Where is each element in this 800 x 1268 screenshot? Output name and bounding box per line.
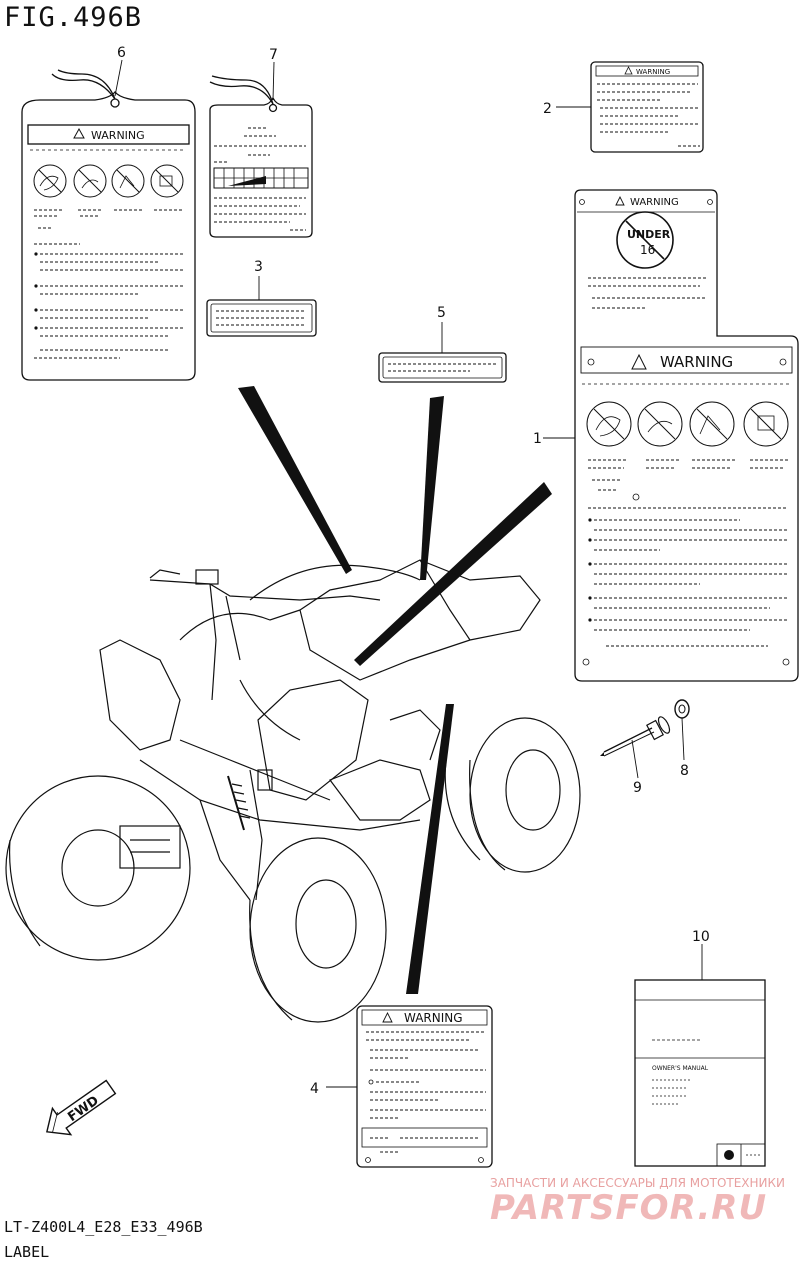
diagram-code: LT-Z400L4_E28_E33_496B — [4, 1218, 203, 1236]
figure-title: FIG.496B — [4, 2, 143, 33]
callout-6: 6 — [117, 45, 126, 61]
watermark-logo: PARTSFOR.RU — [490, 1188, 768, 1228]
label-7-hang-tag — [209, 75, 313, 238]
callout-7: 7 — [269, 47, 278, 63]
washer-8 — [674, 699, 690, 719]
owners-manual-10: OWNER'S MANUAL — [634, 979, 766, 1167]
watermark-tagline: ЗАПЧАСТИ И АКСЕССУАРЫ ДЛЯ МОТОТЕХНИКИ — [490, 1176, 786, 1190]
label-6-hang-tag: WARNING — [21, 69, 196, 381]
forward-direction-arrow: FWD — [46, 1079, 117, 1136]
callout-2: 2 — [543, 101, 552, 117]
label-1-top-warning-text: WARNING — [630, 197, 679, 208]
callout-1: 1 — [533, 431, 542, 447]
label-3 — [206, 299, 317, 337]
callout-5: 5 — [437, 305, 446, 321]
label-1-warning-text: WARNING — [660, 353, 733, 371]
label-4: WARNING — [356, 1005, 493, 1168]
leader-lines — [114, 59, 703, 1088]
age-badge-top: UNDER — [627, 228, 671, 241]
rivet-9 — [600, 716, 671, 757]
diagram-caption: LABEL — [4, 1243, 50, 1261]
label-2: WARNING — [590, 61, 704, 153]
manual-title: OWNER'S MANUAL — [652, 1065, 709, 1072]
pointer-wedges — [238, 386, 552, 994]
callout-3: 3 — [254, 259, 263, 275]
callout-8: 8 — [680, 763, 689, 779]
label-6-warning-text: WARNING — [91, 129, 145, 142]
callout-9: 9 — [633, 780, 642, 796]
fwd-label: FWD — [65, 1093, 102, 1125]
atv-illustration — [5, 559, 581, 1023]
callout-10: 10 — [692, 929, 710, 945]
label-1: WARNING UNDER 16 WARNING — [574, 189, 799, 682]
age-badge-number: 16 — [640, 243, 655, 257]
callout-4: 4 — [310, 1081, 319, 1097]
callout-numbers: 1 2 3 4 5 6 7 8 9 10 — [117, 45, 710, 1097]
label-4-warning-text: WARNING — [404, 1011, 463, 1025]
label-5 — [378, 352, 507, 383]
label-2-warning-text: WARNING — [636, 68, 670, 76]
